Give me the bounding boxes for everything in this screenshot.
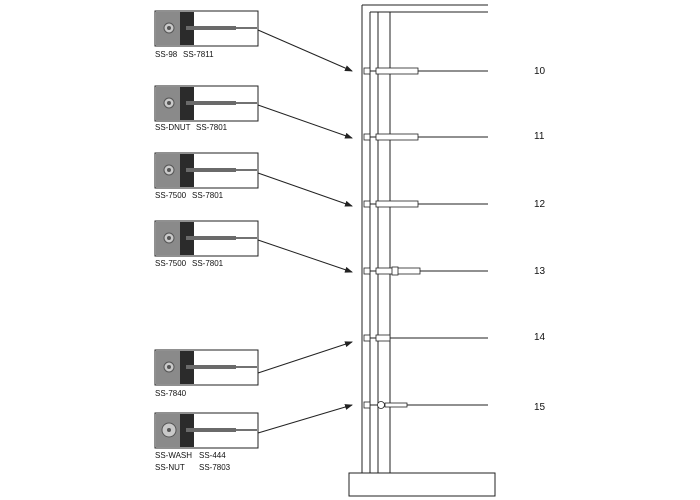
part-label: SS-DNUT	[155, 123, 191, 132]
part-label: SS-7500	[155, 259, 187, 268]
eye-fitting	[377, 401, 385, 409]
part-label: SS-7801	[192, 191, 224, 200]
cable-row	[363, 133, 488, 141]
post-mount	[363, 67, 371, 75]
post-mount	[363, 401, 371, 409]
row-numbers: 10 11 12 13 14 15	[534, 66, 546, 413]
post-mount	[363, 133, 371, 141]
cable-row	[363, 401, 488, 409]
fitting-detail-photo	[154, 412, 259, 449]
part-labels: SS-98 SS-7811 SS-DNUT SS-7801 SS-7500 SS…	[155, 50, 231, 472]
part-label: SS-7500	[155, 191, 187, 200]
part-label: SS-WASH	[155, 451, 192, 460]
cable-fitting	[375, 334, 391, 342]
fitting-nut	[391, 266, 399, 276]
part-label: SS-7803	[199, 463, 231, 472]
part-label: SS-7801	[192, 259, 224, 268]
leader-arrow-13	[257, 239, 353, 273]
fitting-detail-photo	[154, 152, 259, 189]
cable-row	[363, 67, 488, 75]
part-label: SS-444	[199, 451, 226, 460]
row-number-12: 12	[534, 199, 546, 210]
row-number-13: 13	[534, 266, 546, 277]
leader-arrow-14	[257, 341, 353, 374]
leader-arrow-10	[257, 29, 353, 72]
fitting-detail-photo	[154, 349, 259, 386]
detail-photos	[154, 10, 259, 449]
leader-arrows	[257, 29, 353, 434]
fitting-detail-photo	[154, 10, 259, 47]
post-mount	[363, 334, 371, 342]
leader-arrow-12	[257, 172, 353, 207]
leader-arrow-11	[257, 104, 353, 139]
part-label: SS-7801	[196, 123, 228, 132]
row-number-11: 11	[534, 131, 545, 142]
cable-row	[363, 334, 488, 342]
cable-fitting	[375, 133, 419, 141]
fitting-detail-photo	[154, 220, 259, 257]
cable-row	[363, 200, 488, 208]
cable-rows	[363, 67, 488, 409]
row-number-10: 10	[534, 66, 546, 77]
cable-fitting	[375, 67, 419, 75]
part-label: SS-7840	[155, 389, 187, 398]
leader-arrow-15	[257, 404, 353, 434]
cable-row	[363, 266, 488, 276]
part-label: SS-NUT	[155, 463, 185, 472]
fitting-detail-photo	[154, 85, 259, 122]
row-number-14: 14	[534, 332, 546, 343]
row-number-15: 15	[534, 402, 546, 413]
part-label: SS-7811	[183, 50, 214, 59]
base-plate	[348, 472, 496, 497]
part-label: SS-98	[155, 50, 178, 59]
cable-fitting	[375, 200, 419, 208]
post-mount	[363, 267, 371, 275]
post-mount	[363, 200, 371, 208]
post-frame	[361, 4, 488, 473]
cable-fitting	[384, 402, 408, 408]
